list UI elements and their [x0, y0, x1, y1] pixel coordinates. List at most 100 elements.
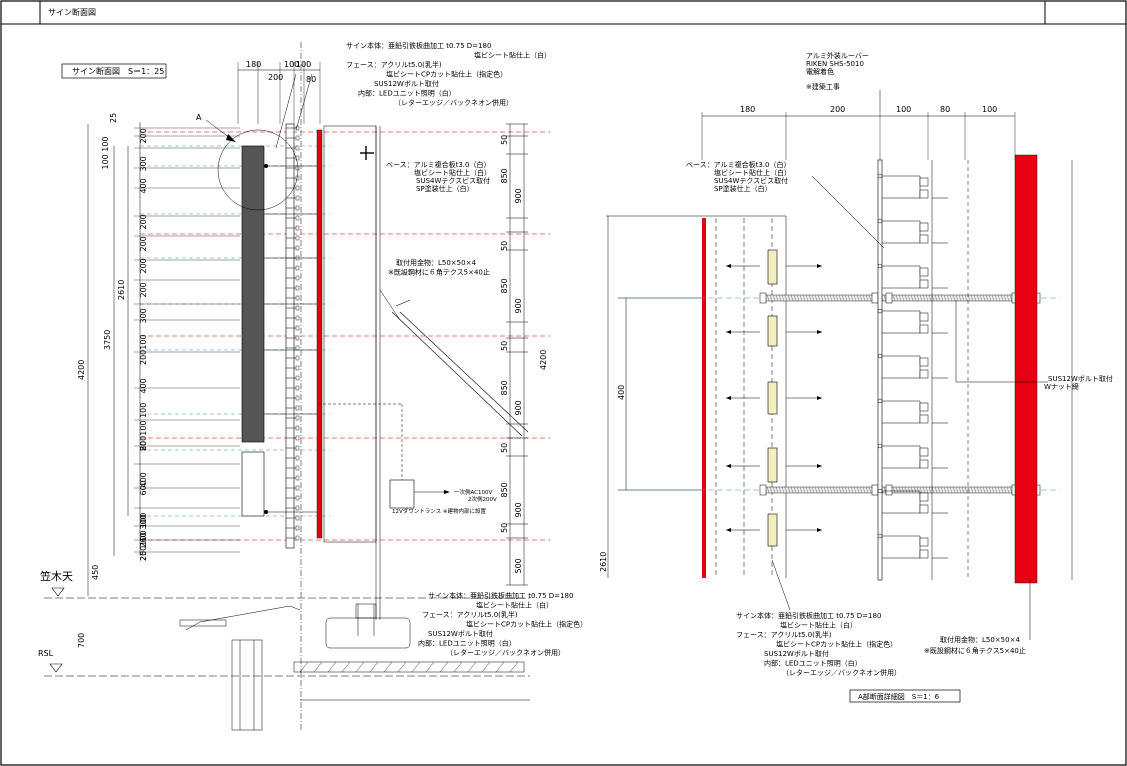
arrow-right-head-1 [817, 330, 822, 334]
rib-tab [295, 295, 300, 301]
thread [952, 294, 956, 302]
right-note-louver-1: RIKEN SHS-5010 [806, 60, 864, 68]
thread [853, 294, 857, 302]
left-note-trans-2: 12Vダウントランス ※建物内部に設置 [392, 507, 487, 515]
arrow-left-head-1 [726, 330, 731, 334]
thread [922, 294, 926, 302]
brace-stub [379, 289, 401, 321]
thread [862, 486, 866, 494]
thread [847, 486, 851, 494]
rib-tab [295, 425, 300, 431]
right-note-bottom-6: （レターエッジ／バックネオン併用） [782, 668, 901, 677]
thread [970, 486, 974, 494]
rib-tab [295, 195, 300, 201]
right-dim-9: 50 [500, 443, 509, 453]
left-notes-bracket: 取付用金物：L50×50×4※既設鋼材に６角テクス5×40止 [388, 258, 490, 277]
thread [967, 486, 971, 494]
nut-1-0 [759, 484, 767, 496]
left-note-bracket-1: ※既設鋼材に６角テクス5×40止 [388, 268, 490, 277]
right-top-dim-1: 200 [830, 105, 845, 114]
rib-tab [295, 395, 300, 401]
left-note-base-3: SP塗装仕上（白） [416, 184, 474, 193]
right-dim-10: 850 [500, 482, 509, 497]
rib-tab [295, 245, 300, 251]
left-dim-inner-7: 200 [139, 258, 148, 273]
left-note-top-6: （レターエッジ／バックネオン併用） [394, 98, 513, 107]
diagonal-brace [391, 311, 523, 437]
screw-head [877, 308, 883, 314]
thread [790, 294, 794, 302]
arrow-right-head-2 [817, 396, 822, 400]
leader-top-2 [295, 73, 313, 131]
thread [808, 486, 812, 494]
hatch [495, 661, 505, 673]
rib-tab [295, 315, 300, 321]
thread [934, 486, 938, 494]
right-note-bottom-4: SUS12Wボルト取付 [764, 649, 829, 658]
thread [883, 294, 887, 302]
left-note-trans-0: 一次側AC100V [454, 488, 493, 496]
thread [805, 294, 809, 302]
left-note-base-1: 塩ビシート貼仕上（白） [414, 168, 491, 177]
bolt-dot-lower [264, 510, 268, 514]
thread [916, 294, 920, 302]
louver-clip [919, 369, 929, 379]
louver-brackets [877, 173, 948, 559]
thread [868, 294, 872, 302]
thread [868, 486, 872, 494]
right-dim-2610: 2610 [599, 552, 608, 572]
louver-clip [919, 459, 929, 469]
rib-tab [295, 205, 300, 211]
rib-tab [295, 435, 300, 441]
thread [919, 486, 923, 494]
rib-tab [295, 355, 300, 361]
louver-clip [919, 189, 929, 199]
insulator-0 [767, 249, 778, 285]
level-ceiling-marker [51, 587, 65, 597]
left-dim-inner-0: 25 [109, 113, 118, 123]
thread [844, 294, 848, 302]
thread [937, 486, 941, 494]
thread [826, 294, 830, 302]
thread [982, 294, 986, 302]
thread [907, 294, 911, 302]
right-dim-5: 900 [514, 298, 523, 313]
parapet-slope [185, 605, 301, 631]
thread [841, 486, 845, 494]
thread [961, 486, 965, 494]
thread [838, 486, 842, 494]
thread [904, 486, 908, 494]
right-note-louver-3: ※建築工事 [806, 82, 840, 91]
rib-tab [295, 525, 300, 531]
rib-tab [295, 285, 300, 291]
louver-clip [919, 447, 929, 457]
right-dim-11: 900 [514, 502, 523, 517]
bolt-dot-upper [264, 164, 268, 168]
threaded-bolts [618, 292, 1060, 496]
louver-fin [882, 355, 921, 379]
right-top-dim-0: 180 [740, 105, 755, 114]
thread [892, 486, 896, 494]
thread [1009, 486, 1013, 494]
right-dim-400: 400 [617, 385, 626, 400]
thread [1000, 294, 1004, 302]
dim-2610: 2610 [117, 280, 126, 300]
screw-head [877, 218, 883, 224]
thread [787, 486, 791, 494]
transformer-arrow [444, 490, 450, 494]
thread [1003, 486, 1007, 494]
thread [823, 486, 827, 494]
thread [997, 486, 1001, 494]
thread [811, 486, 815, 494]
thread [919, 294, 923, 302]
right-note-base-3: SP塗装仕上（白） [714, 184, 772, 193]
thread [820, 294, 824, 302]
callout-label: A [196, 113, 202, 122]
louver-clip [919, 549, 929, 559]
left-note-top-3: 塩ビシートCPカット貼仕上（指定色） [386, 70, 507, 79]
callout-arrow [226, 134, 236, 142]
louver-fin [882, 400, 921, 424]
thread [829, 294, 833, 302]
rib-tab [295, 515, 300, 521]
